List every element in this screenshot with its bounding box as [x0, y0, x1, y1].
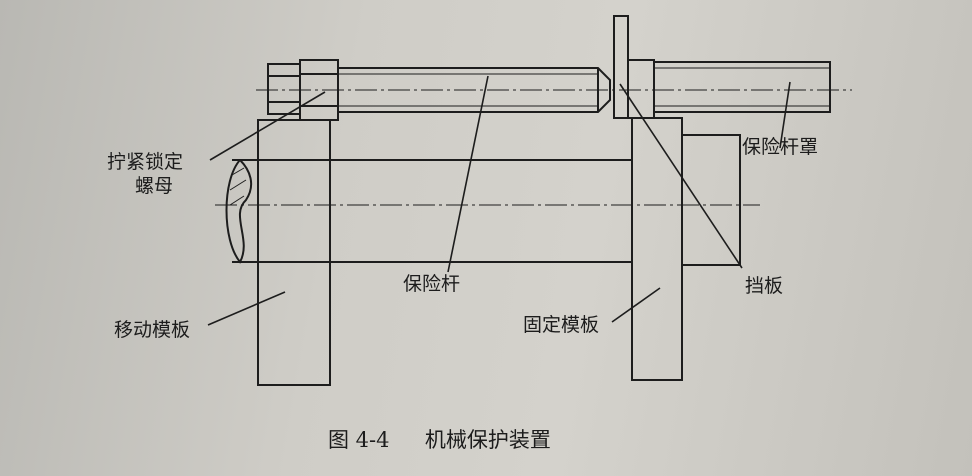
- tie-bar: [225, 159, 632, 264]
- lock-nut-label-line2: 螺母: [135, 175, 174, 197]
- figure-number: 图 4-4: [328, 428, 390, 452]
- lock-nut-label-line1: 拧紧锁定: [107, 151, 184, 173]
- figure-caption: 图 4-4 机械保护装置: [328, 424, 551, 454]
- bumper-rod-cover-label: 保险杆罩: [742, 136, 819, 158]
- moving-platen: [257, 119, 331, 386]
- fixed-platen-boss: [681, 134, 741, 266]
- leader-lines: [207, 75, 791, 326]
- bumper-rod-label: 保险杆: [403, 273, 461, 295]
- baffle-label: 挡板: [745, 275, 784, 297]
- baffle: [613, 15, 629, 119]
- fixed-platen-label: 固定模板: [523, 314, 600, 336]
- lock-nut-label: 拧紧锁定 螺母: [107, 150, 183, 198]
- fixed-platen: [631, 117, 683, 381]
- bumper-rod-cover: [627, 59, 831, 119]
- figure-title: 机械保护装置: [424, 428, 551, 452]
- moving-platen-label: 移动模板: [114, 319, 191, 341]
